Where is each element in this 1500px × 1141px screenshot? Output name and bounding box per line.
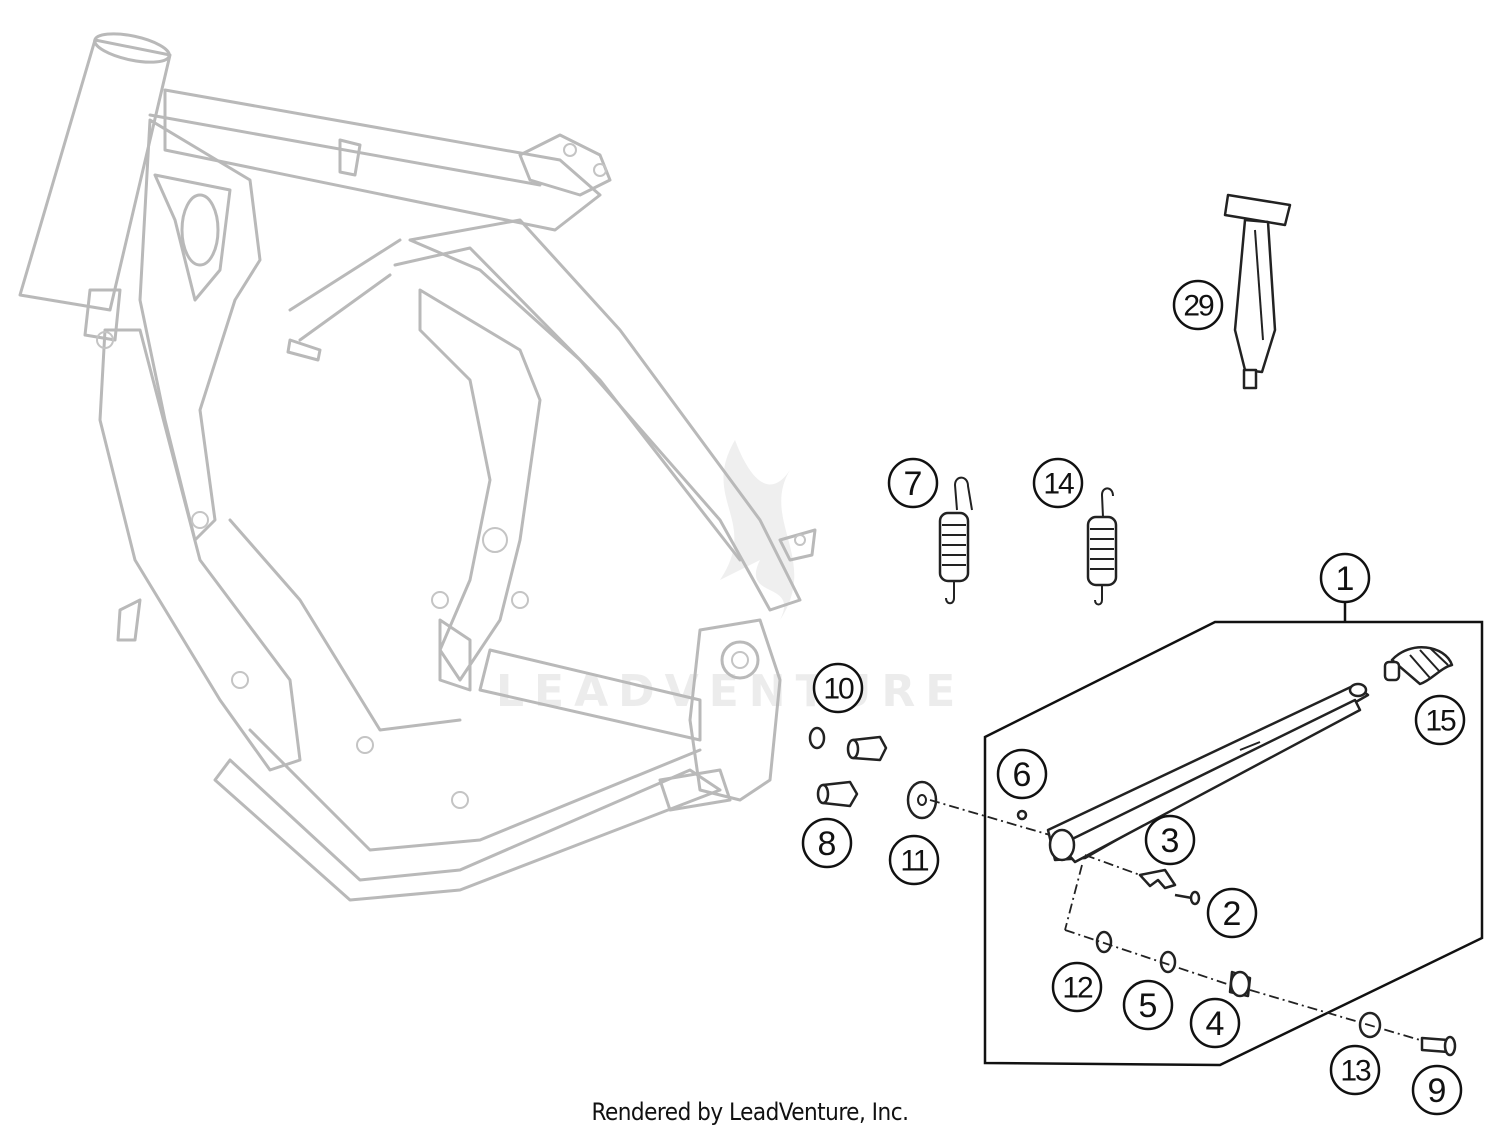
callout-15: 15 bbox=[1414, 694, 1466, 746]
callout-number: 2 bbox=[1223, 895, 1242, 933]
callout-circle bbox=[1144, 814, 1196, 866]
callout-4: 4 bbox=[1189, 997, 1241, 1049]
callout-13: 13 bbox=[1329, 1044, 1381, 1096]
callout-8: 8 bbox=[801, 817, 853, 869]
callout-circle bbox=[996, 748, 1048, 800]
callout-number: 15 bbox=[1425, 705, 1456, 738]
motorcycle-frame bbox=[18, 32, 817, 902]
callout-number: 13 bbox=[1340, 1055, 1371, 1088]
footer-credit: Rendered by LeadVenture, Inc. bbox=[591, 1098, 909, 1126]
callout-10: 10 bbox=[812, 662, 864, 714]
callout-number: 7 bbox=[904, 465, 923, 503]
callout-6: 6 bbox=[996, 748, 1048, 800]
callout-number: 5 bbox=[1139, 987, 1158, 1025]
part-8-bolt bbox=[816, 780, 859, 808]
watermark-text: LEADVENTURE bbox=[496, 666, 965, 717]
callout-14: 14 bbox=[1032, 457, 1084, 509]
callout-number: 11 bbox=[900, 845, 928, 878]
callout-11: 11 bbox=[888, 834, 940, 886]
callout-circle bbox=[1032, 457, 1084, 509]
callout-1: 1 bbox=[1319, 552, 1371, 604]
callout-5: 5 bbox=[1122, 979, 1174, 1031]
callout-number: 8 bbox=[818, 825, 837, 863]
callout-12: 12 bbox=[1051, 961, 1103, 1013]
callout-circle bbox=[1411, 1064, 1463, 1116]
callout-circle bbox=[801, 817, 853, 869]
side-stand-kit-box bbox=[983, 600, 1484, 1067]
callout-number: 1 bbox=[1336, 560, 1355, 598]
part-6-screw bbox=[1016, 809, 1028, 821]
callout-circle bbox=[1319, 552, 1371, 604]
callout-number: 6 bbox=[1013, 756, 1032, 794]
callout-circle bbox=[1206, 887, 1258, 939]
assembly-lines bbox=[929, 799, 1421, 1041]
callout-2: 2 bbox=[1206, 887, 1258, 939]
callout-circle bbox=[888, 834, 940, 886]
callout-7: 7 bbox=[887, 457, 939, 509]
part-10-oring-bolts bbox=[808, 726, 888, 762]
part-2-bracket-screw bbox=[1138, 868, 1201, 906]
part-7-spring bbox=[938, 476, 973, 605]
callout-circle bbox=[812, 662, 864, 714]
callout-circle bbox=[1414, 694, 1466, 746]
part-29-tool bbox=[1223, 193, 1292, 390]
watermark: LEADVENTURE bbox=[496, 440, 965, 717]
part-3-side-stand bbox=[1046, 682, 1370, 864]
callout-circle bbox=[887, 457, 939, 509]
callout-circle bbox=[1122, 979, 1174, 1031]
callout-circle bbox=[1051, 961, 1103, 1013]
part-11-washer bbox=[906, 780, 938, 820]
callout-circle bbox=[1172, 279, 1224, 331]
parts-bushings bbox=[1095, 930, 1457, 1057]
callout-number: 12 bbox=[1062, 972, 1093, 1005]
callout-circle bbox=[1189, 997, 1241, 1049]
callout-number: 10 bbox=[823, 673, 854, 706]
part-14-spring bbox=[1086, 487, 1118, 606]
callout-3: 3 bbox=[1144, 814, 1196, 866]
callout-number: 29 bbox=[1183, 290, 1214, 323]
callout-circle bbox=[1329, 1044, 1381, 1096]
callout-number: 3 bbox=[1161, 822, 1180, 860]
callout-number: 9 bbox=[1428, 1072, 1447, 1110]
callout-number: 14 bbox=[1043, 468, 1074, 501]
callout-9: 9 bbox=[1411, 1064, 1463, 1116]
part-15-foot-pad bbox=[1383, 646, 1454, 686]
callout-number: 4 bbox=[1206, 1005, 1225, 1043]
callout-29: 29 bbox=[1172, 279, 1224, 331]
